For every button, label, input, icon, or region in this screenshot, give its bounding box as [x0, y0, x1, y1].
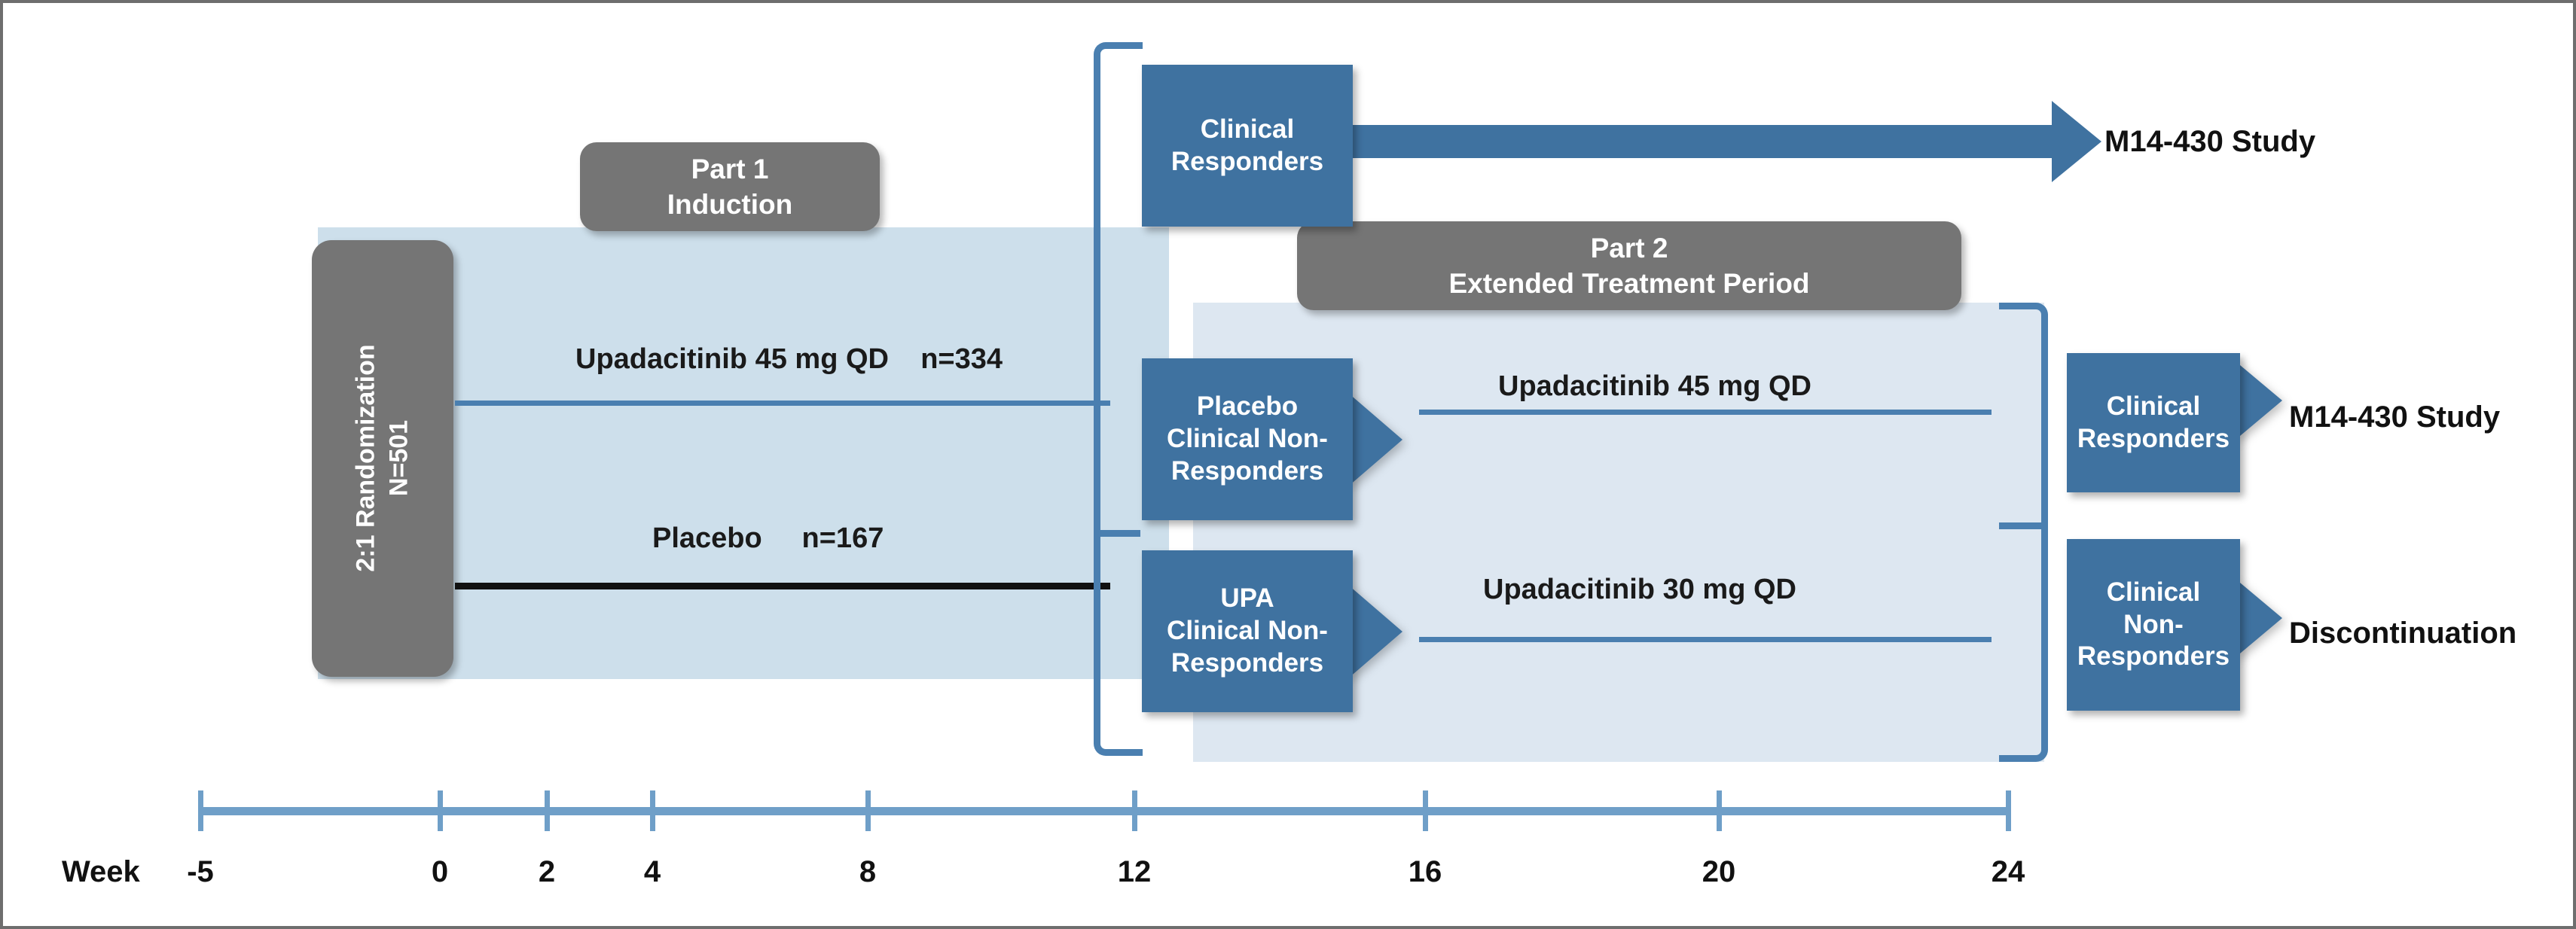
- week-axis-tick-label: 2: [538, 855, 556, 888]
- week24-bracket-midtick: [1999, 522, 2046, 529]
- node-upa-nr-line2: Clinical Non-: [1167, 616, 1328, 646]
- week-axis-tick-label: 8: [859, 855, 877, 888]
- node-upa-nr-line1: UPA: [1220, 583, 1274, 614]
- placebo-nr-arrow-head-icon: [1348, 393, 1402, 486]
- part1-arm2-drug: Placebo: [652, 522, 762, 554]
- part1-label-box: Part 1 Induction: [580, 142, 880, 231]
- week-axis-tick: [650, 790, 655, 831]
- week-axis-title: Week: [62, 855, 140, 888]
- week24-responders-arrow-head-icon: [2236, 361, 2282, 440]
- week-axis-tick: [198, 790, 203, 831]
- randomization-box: 2:1 Randomization N=501: [312, 240, 453, 677]
- node-clinical-responders: Clinical Responders: [1142, 65, 1353, 227]
- part1-placebo-label: Placebo n=167: [652, 522, 884, 555]
- part1-arm2-n: n=167: [801, 522, 884, 554]
- node-wk24-nr-line3: Responders: [2077, 641, 2230, 672]
- node-wk24-resp-line1: Clinical: [2106, 391, 2201, 421]
- week-axis-tick-label: -5: [187, 855, 214, 888]
- week-axis-tick-label: 24: [1991, 855, 2025, 888]
- part2-upadacitinib-30-label: Upadacitinib 30 mg QD: [1483, 574, 1796, 605]
- part1-subtitle: Induction: [667, 189, 793, 220]
- node-wk24-resp-line2: Responders: [2077, 423, 2230, 453]
- week-axis-tick: [545, 790, 550, 831]
- randomization-ratio-label: 2:1 Randomization: [351, 344, 380, 573]
- week-axis-tick-label: 0: [431, 855, 449, 888]
- week-axis-tick: [1132, 790, 1137, 831]
- part1-upadacitinib-45-line: [455, 401, 1110, 406]
- week12-bracket: [1094, 42, 1143, 756]
- week-axis-line: [200, 807, 2008, 815]
- part2-label-box: Part 2 Extended Treatment Period: [1297, 221, 1961, 310]
- responders-to-study-arrow-head-icon: [2052, 101, 2101, 182]
- part1-arm1-n: n=334: [920, 343, 1003, 375]
- outcome-top-m14-430-study: M14-430 Study: [2104, 125, 2316, 158]
- part2-upadacitinib-45-line: [1419, 410, 1992, 415]
- node-clinical-responders-line1: Clinical: [1200, 114, 1295, 144]
- week-axis-tick-label: 20: [1702, 855, 1736, 888]
- node-week24-clinical-non-responders: Clinical Non- Responders: [2067, 539, 2240, 711]
- week-axis-tick-label: 4: [643, 855, 661, 888]
- part1-title: Part 1: [691, 153, 769, 184]
- randomization-n-label: N=501: [384, 420, 413, 497]
- node-pbo-nr-line1: Placebo: [1196, 391, 1299, 422]
- outcome-discontinuation: Discontinuation: [2289, 617, 2517, 650]
- node-pbo-nr-line2: Clinical Non-: [1167, 424, 1328, 454]
- upa-nr-arrow-head-icon: [1348, 585, 1402, 678]
- week-axis-tick: [2006, 790, 2011, 831]
- part2-subtitle: Extended Treatment Period: [1448, 268, 1810, 299]
- node-upa-clinical-non-responders: UPA Clinical Non- Responders: [1142, 550, 1353, 712]
- part2-upadacitinib-30-line: [1419, 637, 1992, 642]
- week12-bracket-midtick: [1094, 530, 1140, 537]
- week-axis-tick: [1717, 790, 1722, 831]
- node-upa-nr-line3: Responders: [1170, 647, 1324, 678]
- part1-upadacitinib-45-label: Upadacitinib 45 mg QD n=334: [575, 343, 1003, 376]
- responders-to-study-arrow-shaft: [1348, 125, 2056, 158]
- randomization-text: 2:1 Randomization N=501: [349, 345, 415, 572]
- part1-period-panel: [318, 227, 1169, 679]
- week-axis-tick: [865, 790, 871, 831]
- week-axis-tick: [438, 790, 443, 831]
- part1-placebo-line: [455, 583, 1110, 589]
- node-clinical-responders-line2: Responders: [1170, 146, 1324, 176]
- outcome-responder-m14-430-study: M14-430 Study: [2289, 401, 2501, 434]
- week-axis-tick-label: 12: [1117, 855, 1152, 888]
- part2-upadacitinib-45-label: Upadacitinib 45 mg QD: [1498, 370, 1811, 402]
- node-placebo-clinical-non-responders: Placebo Clinical Non- Responders: [1142, 358, 1353, 520]
- node-pbo-nr-line3: Responders: [1170, 455, 1324, 486]
- week-axis-tick-label: 16: [1408, 855, 1442, 888]
- part2-title: Part 2: [1590, 232, 1668, 263]
- week24-bracket: [1999, 303, 2048, 762]
- week24-non-responders-arrow-head-icon: [2236, 579, 2282, 657]
- node-wk24-nr-line1: Clinical: [2106, 577, 2201, 607]
- node-week24-clinical-responders: Clinical Responders: [2067, 353, 2240, 492]
- node-wk24-nr-line2: Non-: [2123, 609, 2184, 639]
- week-axis-tick: [1423, 790, 1428, 831]
- part1-arm1-drug: Upadacitinib 45 mg QD: [575, 343, 889, 375]
